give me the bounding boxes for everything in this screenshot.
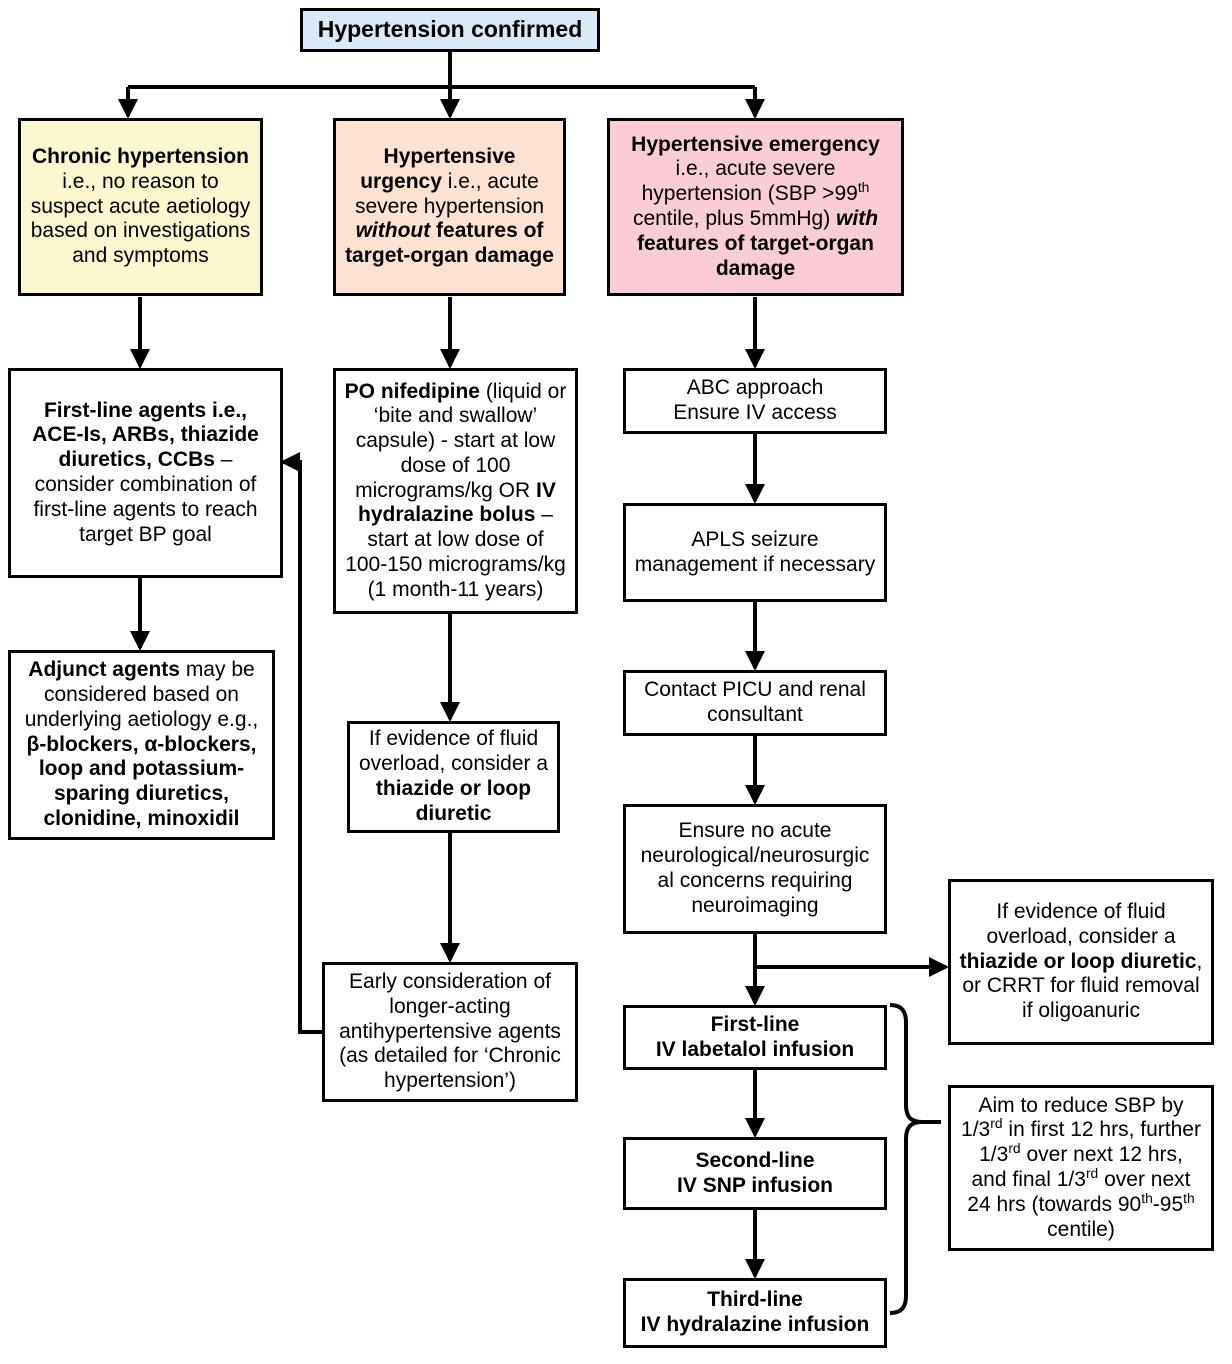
node-first-line-agents[interactable]: First-line agents i.e., ACE-Is, ARBs, th… [8, 368, 283, 578]
node-label: PO nifedipine (liquid or ‘bite and swall… [344, 380, 567, 603]
crrt-strong: thiazide or loop diuretic [959, 949, 1197, 973]
node-chronic-hypertension[interactable]: Chronic hypertension i.e., no reason to … [18, 118, 263, 296]
node-label: Hypertension confirmed [317, 16, 583, 43]
node-label: Aim to reduce SBP by 1/3rd in first 12 h… [959, 1094, 1203, 1243]
nifedipine-strong-1: PO nifedipine [344, 379, 480, 403]
aim-p2: in first 12 hrs, further 1/3 [979, 1118, 1201, 1167]
node-label: If evidence of fluid overload, consider … [959, 900, 1203, 1024]
aim-s1: rd [990, 1115, 1003, 1132]
emergency-strong-1: Hypertensive emergency [631, 132, 880, 156]
chronic-strong-1: Chronic [31, 145, 112, 169]
aim-p1: Aim to reduce SBP by 1/3 [961, 1093, 1184, 1142]
node-fluid-overload-thiazide-loop[interactable]: If evidence of fluid overload, consider … [347, 721, 560, 833]
adjunct-strong-1: Adjunct agents [28, 658, 180, 682]
aim-p5: -95 [1152, 1192, 1184, 1216]
node-label: Hypertensive urgency i.e., acute severe … [344, 145, 555, 269]
emergency-emphasis: with [836, 207, 879, 230]
node-label: If evidence of fluid overload, consider … [358, 727, 549, 826]
crrt-plain-2: , or CRRT for fluid removal if oligoanur… [962, 949, 1203, 1023]
aim-s4: th [1141, 1189, 1153, 1206]
emergency-sup-1: th [857, 179, 870, 196]
aim-p4: over next 24 hrs (towards 90 [967, 1168, 1191, 1216]
third-line-iv-line-1: Third-line [707, 1288, 803, 1312]
node-label: Early consideration of longer-acting ant… [339, 970, 561, 1093]
abc-line-2: Ensure IV access [673, 401, 837, 424]
node-label: First-line agents i.e., ACE-Is, ARBs, th… [19, 399, 272, 548]
node-label: Contact PICU and renal consultant [644, 678, 866, 726]
second-line-iv-line-2: IV SNP infusion [677, 1173, 833, 1197]
adjunct-strong-2: β-blockers, α-blockers, loop and potassi… [26, 732, 257, 830]
node-po-nifedipine[interactable]: PO nifedipine (liquid or ‘bite and swall… [333, 368, 578, 614]
aim-p6: centile) [1047, 1217, 1115, 1241]
urgency-strong-2: urgency [360, 169, 442, 193]
node-hypertensive-urgency[interactable]: Hypertensive urgency i.e., acute severe … [333, 118, 566, 296]
first-line-rest: – consider combination of first-line age… [33, 448, 258, 546]
nifedipine-strong-2: IV hydralazine bolus [358, 478, 556, 527]
node-label: Adjunct agents may be considered based o… [19, 658, 264, 831]
chronic-rest: i.e., no reason to suspect acute aetiolo… [30, 169, 251, 268]
first-line-iv-line-2: IV labetalol infusion [655, 1037, 855, 1061]
crrt-plain-1: If evidence of fluid overload, consider … [986, 900, 1176, 948]
emergency-tail: features of target-organ damage [637, 231, 874, 280]
first-line-strong: First-line agents i.e., ACE-Is, ARBs, th… [32, 398, 259, 472]
first-line-iv-line-1: First-line [710, 1012, 800, 1036]
fluid-mid-plain: If evidence of fluid overload, consider … [358, 727, 549, 776]
urgency-tail: features of target-organ damage [345, 219, 554, 268]
node-hypertension-confirmed[interactable]: Hypertension confirmed [300, 8, 600, 52]
node-neuro-concerns[interactable]: Ensure no acute neurological/neurosurgic… [623, 804, 887, 934]
nifedipine-mid-2: – start at low dose of 100-150 microgram… [345, 503, 566, 601]
node-aim-reduce-sbp[interactable]: Aim to reduce SBP by 1/3rd in first 12 h… [948, 1085, 1214, 1251]
aim-s3: rd [1085, 1165, 1099, 1181]
bracket-iv-infusions [889, 1003, 923, 1315]
urgency-mid: i.e., acute severe hypertension [354, 169, 545, 218]
aim-s2: rd [1008, 1140, 1021, 1157]
node-label: Ensure no acute neurological/neurosurgic… [640, 819, 870, 917]
emergency-mid-2: centile, plus 5mmHg) [632, 207, 837, 230]
aim-s5: th [1183, 1189, 1195, 1206]
aim-p3: over next 12 hrs, and final 1/3 [971, 1143, 1183, 1191]
node-contact-picu[interactable]: Contact PICU and renal consultant [623, 670, 887, 736]
node-apls-seizure[interactable]: APLS seizure management if necessary [623, 503, 887, 602]
fluid-mid-strong: thiazide or loop diuretic [375, 777, 532, 825]
second-line-iv-line-1: Second-line [695, 1148, 815, 1172]
node-adjunct-agents[interactable]: Adjunct agents may be considered based o… [8, 650, 275, 840]
urgency-strong-1: Hypertensive [383, 145, 516, 169]
emergency-mid-1: i.e., acute severe hypertension (SBP >99 [641, 157, 858, 206]
adjunct-mid: may be considered based on underlying ae… [24, 658, 259, 731]
urgency-emphasis: without [355, 219, 431, 243]
node-early-consideration[interactable]: Early consideration of longer-acting ant… [322, 962, 578, 1102]
nifedipine-mid-1: (liquid or ‘bite and swallow’ capsule) -… [355, 379, 567, 502]
abc-line-1: ABC approach [686, 376, 824, 400]
node-label: APLS seizure management if necessary [634, 527, 876, 576]
chronic-strong-2: hypertension [117, 145, 250, 169]
edge-early-to-firstline-feedback [280, 452, 322, 1034]
node-fluid-overload-crrt[interactable]: If evidence of fluid overload, consider … [948, 879, 1214, 1045]
third-line-iv-line-2: IV hydralazine infusion [640, 1313, 870, 1336]
node-label: Chronic hypertension i.e., no reason to … [29, 145, 252, 269]
